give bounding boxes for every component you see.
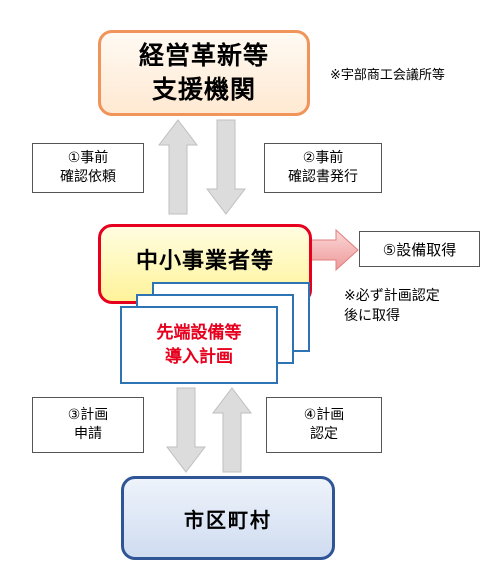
arrow-down-issue-icon [205, 119, 247, 215]
step-1-line1: ①事前 [67, 150, 109, 166]
arrow-up-request-icon [157, 119, 199, 215]
arrow-down-apply-icon [165, 387, 207, 473]
support-org-note: ※宇部商工会議所等 [330, 68, 445, 83]
municipality-label: 市区町村 [184, 507, 272, 532]
step-4-label: ④計画 認定 [266, 397, 382, 453]
plan-document: 先端設備等 導入計画 [120, 306, 278, 384]
plan-doc-line2: 導入計画 [165, 347, 233, 367]
sme-label: 中小事業者等 [135, 249, 274, 274]
equipment-acquisition-box: ⑤設備取得 [359, 231, 480, 267]
step-1-label: ①事前 確認依頼 [32, 143, 144, 193]
equipment-label: ⑤設備取得 [382, 240, 457, 259]
note-line1: ※必ず計画認定 [344, 288, 440, 304]
step-3-line2: 申請 [74, 426, 102, 442]
support-organization-box: 経営革新等 支援機関 [98, 30, 310, 116]
step-2-line1: ②事前 [302, 150, 344, 166]
step-2-label: ②事前 確認書発行 [264, 143, 382, 193]
step-3-line1: ③計画 [67, 407, 109, 423]
note-line2: 後に取得 [344, 308, 400, 324]
step-4-line2: 認定 [310, 426, 338, 442]
support-org-line1: 経営革新等 [138, 41, 269, 70]
step-1-line2: 確認依頼 [60, 169, 116, 185]
step-2-line2: 確認書発行 [288, 169, 358, 185]
arrow-up-approve-icon [211, 387, 253, 473]
step-3-label: ③計画 申請 [32, 397, 144, 453]
acquisition-timing-note: ※必ず計画認定 後に取得 [344, 286, 440, 326]
step-4-line1: ④計画 [303, 407, 345, 423]
municipality-box: 市区町村 [121, 476, 335, 560]
plan-doc-line1: 先端設備等 [156, 323, 242, 343]
support-org-line2: 支援機関 [151, 75, 256, 104]
arrow-right-acquire-icon [307, 228, 359, 272]
